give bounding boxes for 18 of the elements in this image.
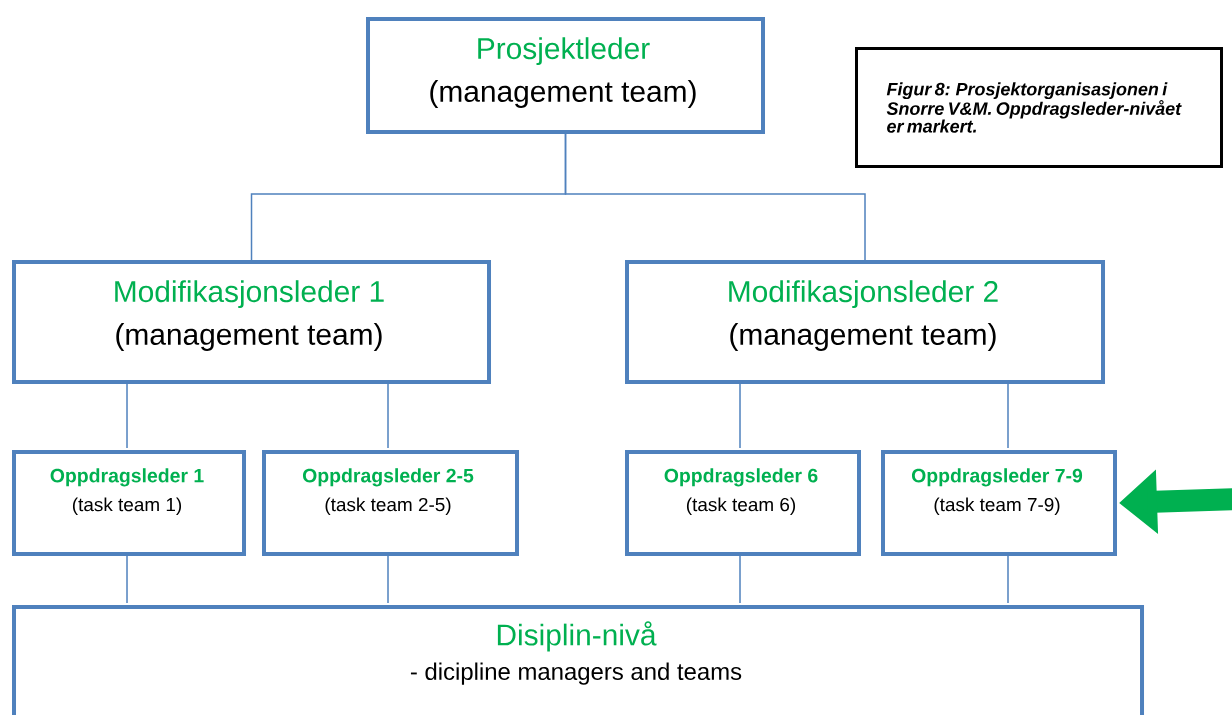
org-box: Disiplin-nivå - dicipline managers and teams [12, 605, 1144, 715]
org-box: Oppdragsleder 1 (task team 1) [12, 450, 246, 556]
org-box: Prosjektleder (management team) [366, 17, 765, 134]
connector-line [387, 553, 389, 604]
connector-line [739, 553, 741, 604]
org-box: Modifikasjonsleder 2 (management team) [625, 260, 1105, 384]
connector-line [126, 553, 128, 604]
org-box: Oppdragsleder 6 (task team 6) [625, 450, 861, 556]
connector-line [387, 381, 389, 449]
connector-line [739, 381, 741, 449]
caption-box: Figur 8: Prosjektorganisasjonen i Snorre V&M. Oppdragsleder-nivået er markert. [855, 47, 1223, 168]
connector-line [126, 381, 128, 449]
org-box: Oppdragsleder 2-5 (task team 2-5) [262, 450, 519, 556]
connector-line [564, 133, 866, 261]
org-box: Oppdragsleder 7-9 (task team 7-9) [881, 450, 1117, 556]
org-box: Modifikasjonsleder 1 (management team) [12, 260, 491, 384]
connector-line [1007, 553, 1009, 604]
connector-line [1007, 381, 1009, 449]
